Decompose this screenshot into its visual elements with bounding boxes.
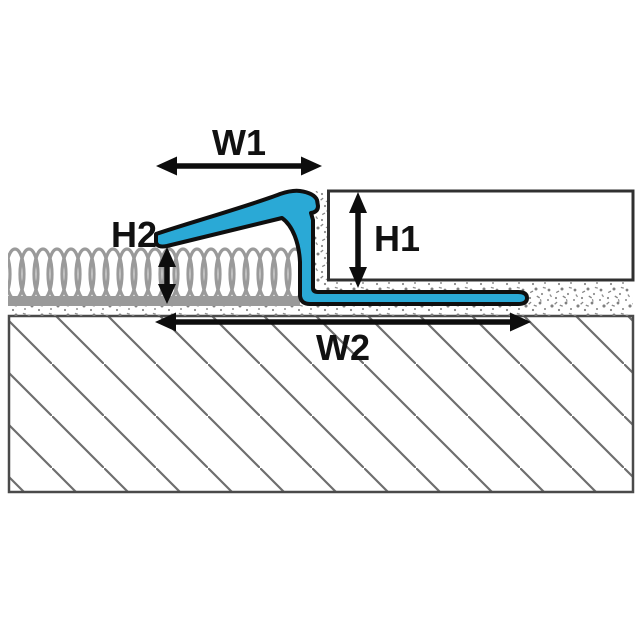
carpet-backing	[8, 296, 300, 306]
w2-dimension: W2	[155, 312, 531, 368]
mortar-joint	[312, 191, 329, 292]
h2-label: H2	[111, 214, 157, 255]
h1-dimension: H1	[349, 192, 420, 288]
w2-arrowhead-right	[510, 312, 531, 332]
h2-arrowhead-bottom	[158, 284, 176, 304]
h1-label: H1	[374, 218, 420, 259]
w1-arrowhead-right	[301, 156, 322, 176]
carpet-pile-loops	[8, 247, 300, 300]
h1-arrowhead-top	[349, 192, 367, 213]
w2-label: W2	[316, 327, 370, 368]
carpet	[8, 247, 300, 306]
w1-dimension: W1	[156, 122, 322, 176]
h2-arrowhead-top	[158, 247, 176, 267]
h1-arrowhead-bottom	[349, 267, 367, 288]
w2-arrowhead-left	[155, 312, 176, 332]
substrate-slab	[7, 314, 635, 494]
substrate-hatch	[9, 316, 633, 492]
transition-profile	[154, 188, 529, 306]
tile	[327, 189, 635, 282]
w1-arrowhead-left	[156, 156, 177, 176]
h2-dimension: H2	[111, 214, 176, 304]
w1-label: W1	[212, 122, 266, 163]
